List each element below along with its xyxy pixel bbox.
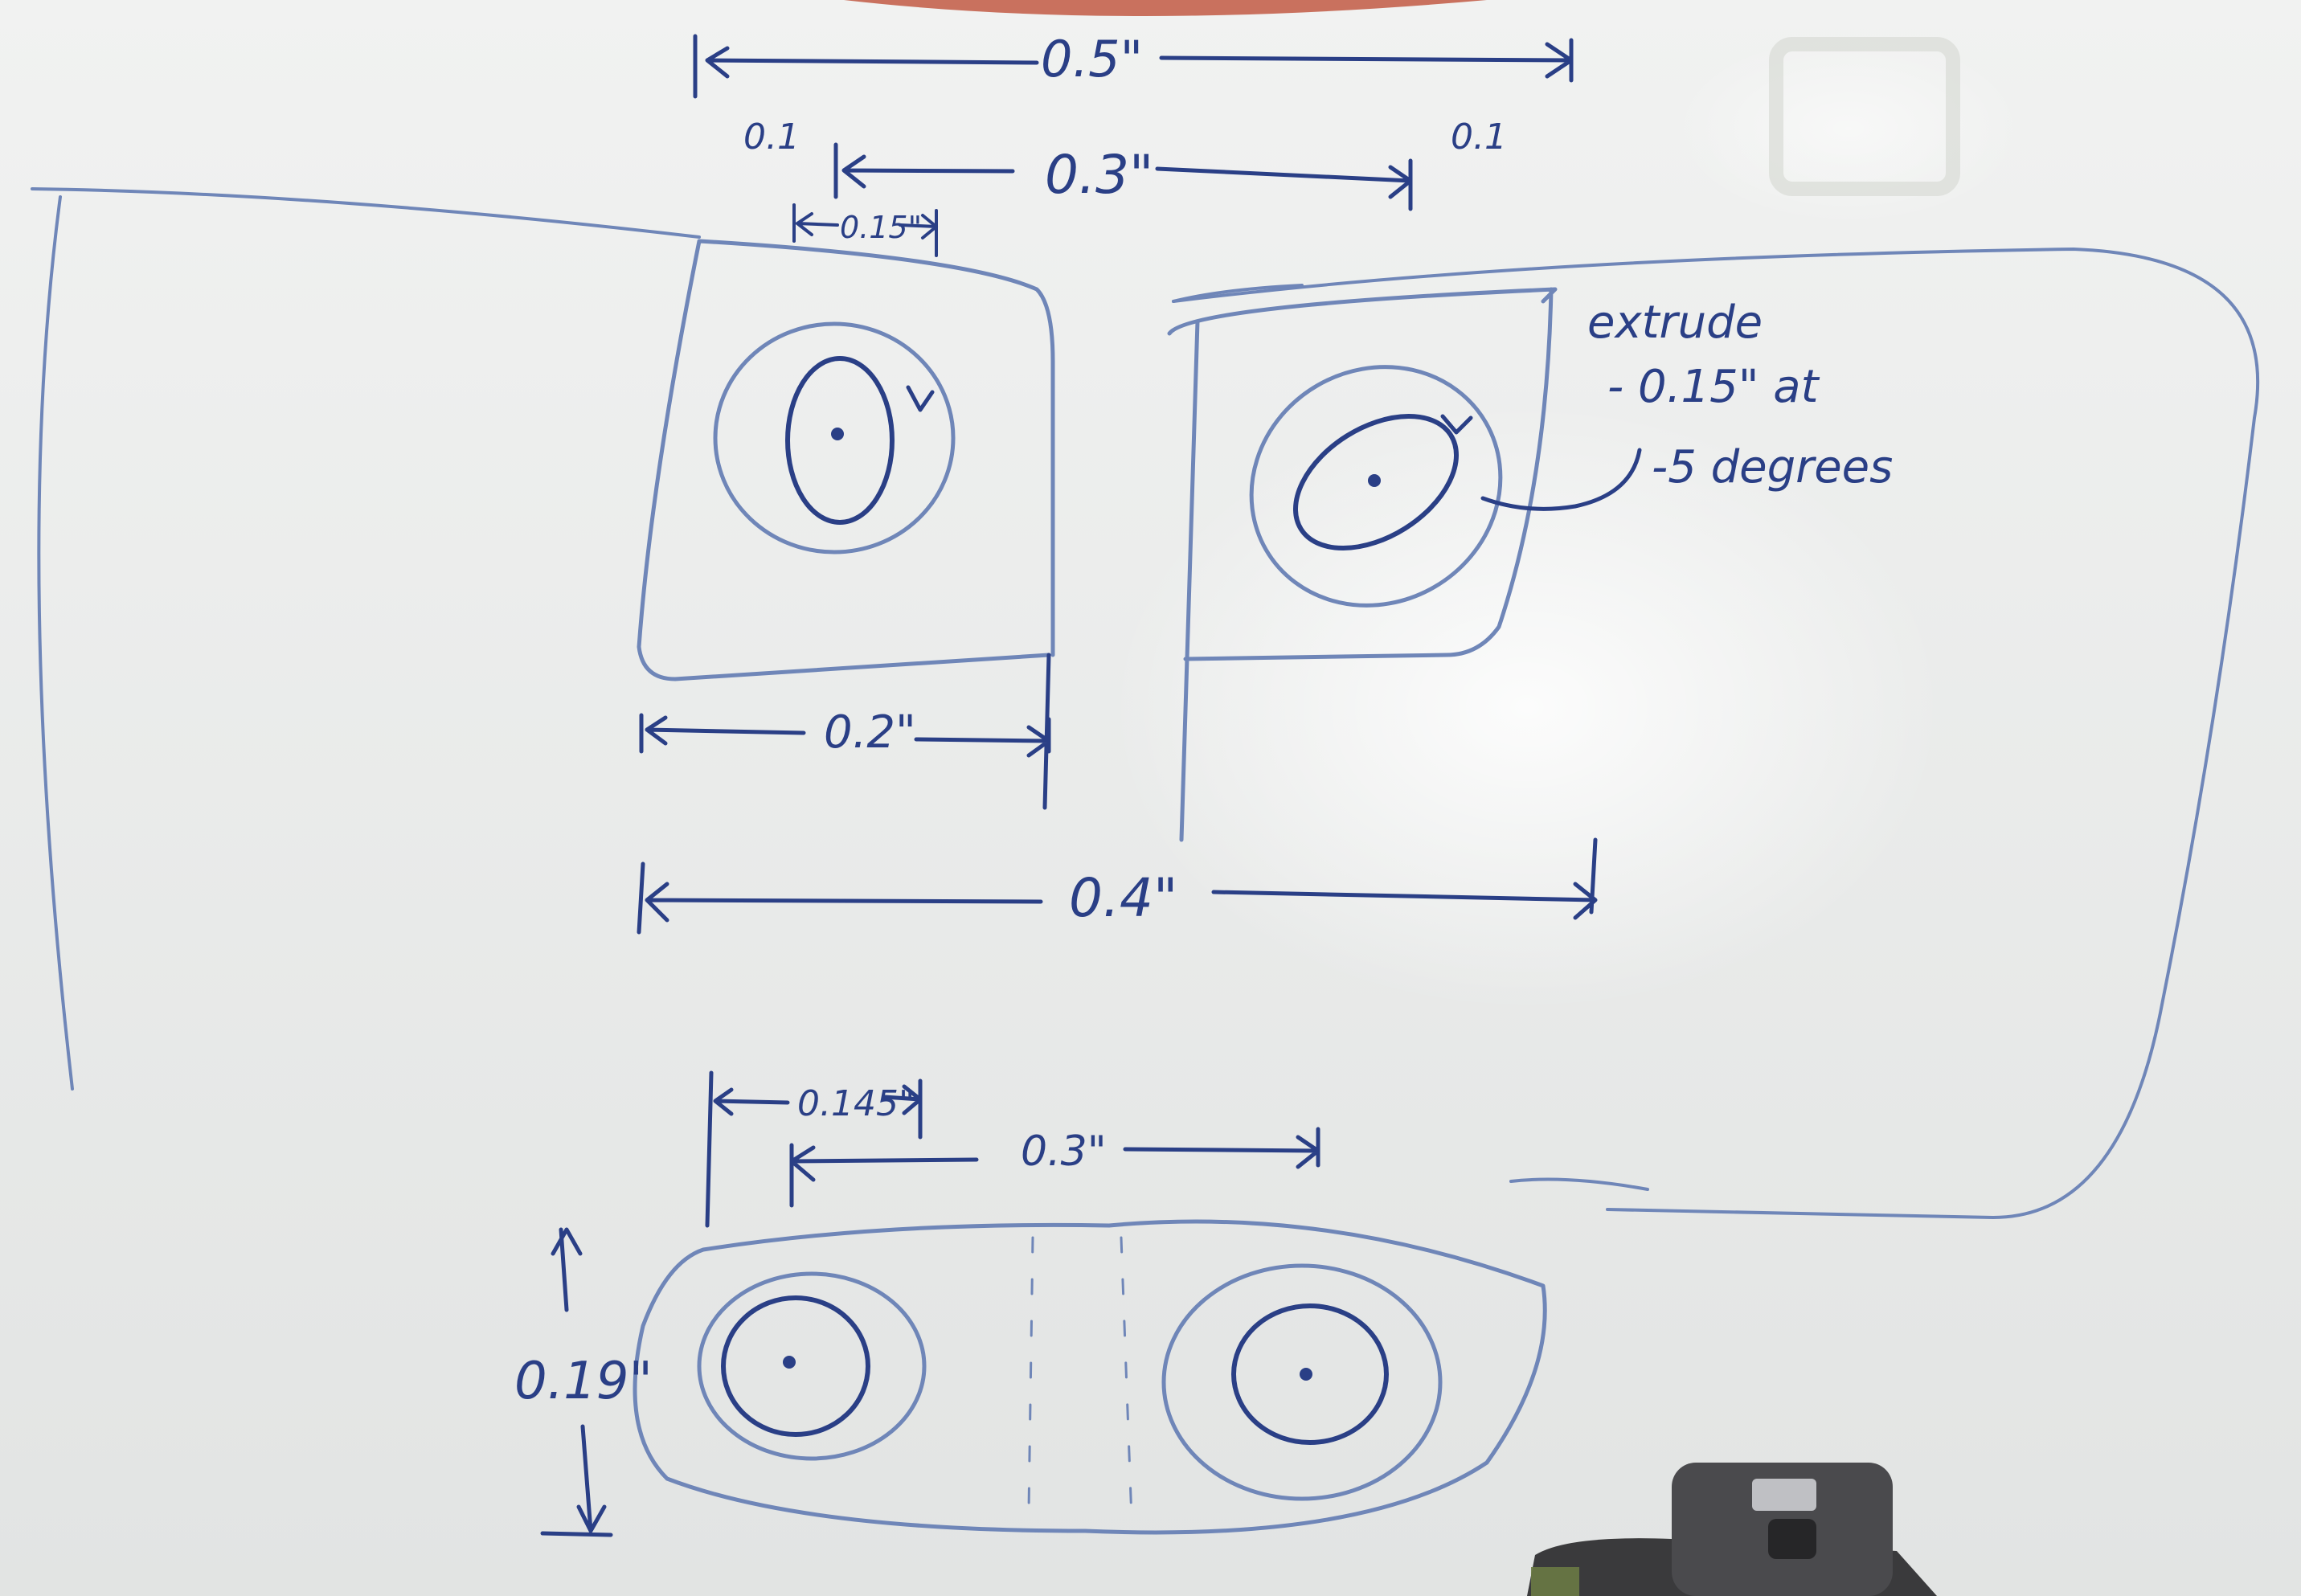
- right-inner-ring: [1292, 414, 1460, 550]
- dimension-top-width: 0.5": [693, 30, 1574, 99]
- left-inner-ring: [785, 356, 895, 525]
- dimension-overall-width: 0.4": [637, 837, 1598, 935]
- light-glare-small: [1672, 32, 2025, 225]
- label-left-margin: 0.1: [743, 117, 800, 158]
- label-extrude-1: extrude: [1587, 297, 1763, 349]
- label-pad-width: 0.2": [824, 706, 916, 759]
- light-glare: [1109, 402, 1945, 1013]
- extrude-annotation: extrude - 0.15" at -5 degrees: [1480, 297, 1893, 511]
- right-pad: [1167, 287, 1558, 842]
- dimension-center-spacing: 0.3": [833, 142, 1413, 211]
- right-pad-center: [1368, 474, 1381, 487]
- camera-device: [1527, 1463, 1937, 1596]
- dimension-ring-offset-top: 0.15": [792, 203, 938, 257]
- left-outer-ring: [713, 321, 956, 555]
- dimension-ring-offset-bottom: 0.145": [705, 1070, 923, 1228]
- left-pad-center: [831, 428, 844, 440]
- bottom-view: [633, 1219, 1547, 1535]
- label-overall-width: 0.4": [1069, 867, 1177, 929]
- label-center-spacing-bottom: 0.3": [1021, 1127, 1107, 1176]
- bottom-right-center: [1300, 1368, 1312, 1381]
- dimension-pad-width: 0.2": [639, 653, 1051, 810]
- bottom-right-inner-ring: [1231, 1303, 1389, 1445]
- label-center-spacing: 0.3": [1045, 144, 1153, 206]
- dimension-height: 0.19": [514, 1227, 653, 1537]
- right-outer-ring: [1249, 365, 1503, 608]
- dimension-center-spacing-bottom: 0.3": [789, 1127, 1320, 1208]
- bottom-left-outer-ring: [697, 1271, 927, 1461]
- label-extrude-3: -5 degrees: [1652, 441, 1893, 493]
- outer-outline: [31, 187, 2259, 1219]
- red-marker-edge: [844, 0, 1487, 16]
- bottom-left-center: [783, 1356, 796, 1369]
- label-height: 0.19": [514, 1352, 653, 1411]
- left-pad: [637, 239, 1055, 681]
- outer-outline-right: [1172, 284, 1304, 303]
- eraser-smudge: [1769, 37, 1960, 196]
- label-top-width: 0.5": [1041, 30, 1143, 88]
- bottom-left-inner-ring: [721, 1295, 870, 1437]
- label-ring-offset-top: 0.15": [840, 210, 922, 245]
- label-ring-offset-bottom: 0.145": [797, 1083, 915, 1124]
- label-extrude-2: - 0.15" at: [1607, 361, 1820, 413]
- bottom-right-outer-ring: [1161, 1263, 1443, 1501]
- label-right-margin: 0.1: [1451, 117, 1507, 158]
